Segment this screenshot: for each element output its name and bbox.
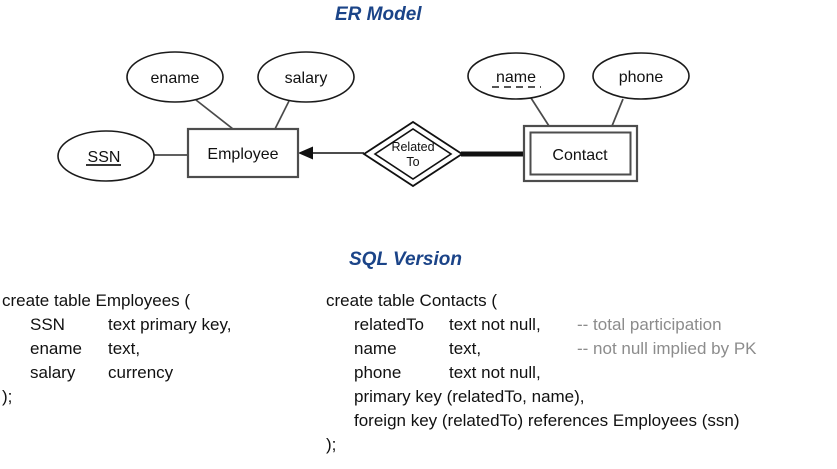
phone-label: phone (619, 69, 664, 86)
name-label: name (496, 69, 536, 86)
code-line-open: create table Contacts ( (326, 291, 498, 310)
column-type: text not null, (449, 315, 541, 334)
column-name: name (354, 339, 397, 358)
contact-entity-outer-box (522, 124, 639, 183)
code-column-row: ename text, (2, 337, 231, 361)
code-comment: -- not null implied by PK (577, 339, 757, 358)
phone-attribute-ellipse (592, 52, 690, 100)
column-name: SSN (30, 315, 65, 334)
code-comment: -- total participation (577, 315, 722, 334)
code-line-close: ); (326, 435, 337, 454)
ssn-label: SSN (88, 149, 121, 166)
foreign-key-line: foreign key (relatedTo) references Emplo… (354, 411, 740, 430)
relationship-diamond-outer (362, 120, 464, 188)
salary-attribute-ellipse (257, 51, 355, 103)
phone-contact-connector (611, 98, 624, 127)
column-name: relatedTo (354, 315, 424, 334)
contact-entity-inner-box (529, 131, 632, 176)
code-column-row: SSN text primary key, (2, 313, 231, 337)
relationship-diamond-inner (373, 128, 453, 180)
employees-sql-block: create table Employees ( SSN text primary… (2, 289, 231, 409)
employee-entity-label: Employee (207, 146, 278, 163)
arrow-head-icon (298, 146, 313, 160)
column-type: text not null, (449, 363, 541, 382)
er-model-title: ER Model (335, 4, 422, 25)
code-column-row: relatedTo text not null, -- total particip… (326, 313, 757, 337)
ename-attribute-ellipse (126, 51, 224, 103)
column-name: salary (30, 363, 76, 382)
column-type: text primary key, (108, 315, 232, 334)
primary-key-line: primary key (relatedTo, name), (354, 387, 585, 406)
ssn-attribute-ellipse (57, 130, 155, 182)
code-column-row: salary currency (2, 361, 231, 385)
relationship-label-line1: Related (391, 140, 434, 154)
code-column-row: name text, -- not null implied by PK (326, 337, 757, 361)
sql-version-title: SQL Version (349, 249, 462, 270)
ename-label: ename (151, 70, 200, 87)
code-line-close: ); (2, 387, 13, 406)
contacts-sql-block: create table Contacts ( relatedTo text no… (326, 289, 757, 457)
column-type: currency (108, 363, 174, 382)
code-line-open: create table Employees ( (2, 291, 191, 310)
name-contact-connector (530, 97, 550, 127)
column-type: text, (449, 339, 482, 358)
salary-label: salary (285, 70, 328, 87)
employee-entity-box (186, 127, 300, 179)
column-name: phone (354, 363, 402, 382)
contact-entity-label: Contact (552, 147, 608, 164)
salary-employee-connector (274, 100, 290, 130)
er-diagram: ename salary SSN name phone Employee Con… (57, 51, 690, 188)
ename-employee-connector (195, 99, 234, 130)
relationship-label-line2: To (406, 155, 419, 169)
column-name: ename (30, 339, 82, 358)
code-column-row: phone text not null, (326, 361, 757, 385)
column-type: text, (108, 339, 141, 358)
